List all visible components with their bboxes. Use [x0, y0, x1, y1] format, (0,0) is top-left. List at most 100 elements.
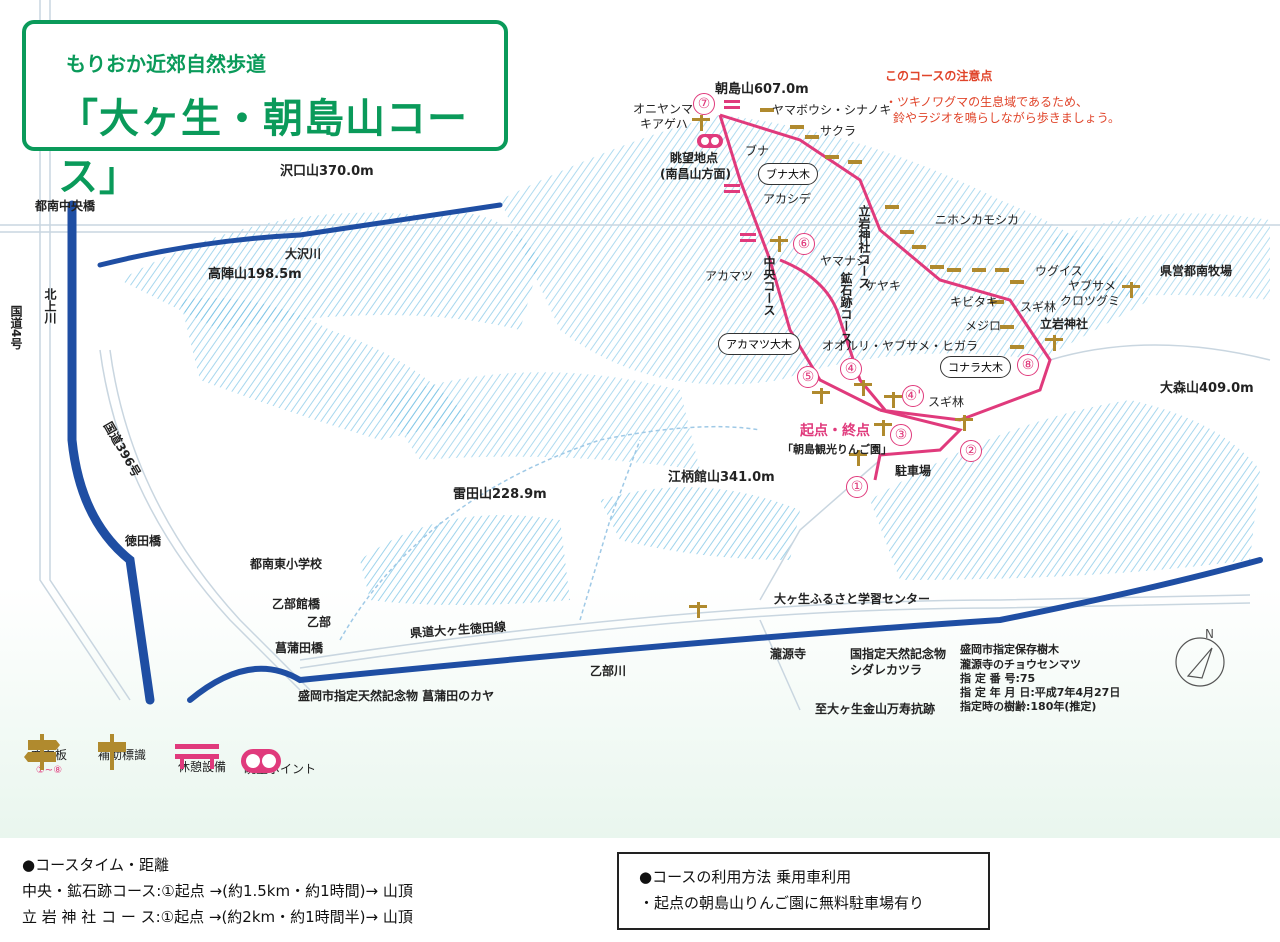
label-tateiwa-course: 立岩神社コース	[857, 205, 871, 289]
label-kibitaki: キビタキ	[950, 295, 999, 309]
label-sugibayashi-2: スギ林	[928, 395, 965, 409]
label-akashide: アカシデ	[763, 192, 812, 206]
ridge-ebetate	[600, 487, 800, 560]
label-viewpoint-2: (南昌山方面)	[660, 167, 731, 181]
label-chuo-course: 中央コース	[762, 256, 776, 316]
access-line	[873, 408, 963, 481]
point-8: ⑧	[1017, 354, 1039, 376]
label-otobe-river: 乙部川	[590, 664, 627, 678]
label-kitakami-river: 北上川	[43, 288, 57, 324]
north-arrow: N	[1175, 627, 1225, 687]
label-kinzan: 至大ヶ生金山万寿抗跡	[815, 702, 936, 716]
label-uguisu: ウグイス	[1035, 264, 1083, 278]
roads	[0, 0, 1280, 711]
label-koseki-course: 鉱石跡コース	[839, 272, 853, 344]
label-parking: 駐車場	[895, 464, 932, 478]
point-4: ④	[840, 358, 862, 380]
svg-text:N: N	[1205, 627, 1214, 641]
bubble-akamatsu-big: アカマツ大木	[718, 333, 800, 355]
point-5: ⑤	[797, 366, 819, 388]
usage-line1: ・起点の朝島山りんご園に無料駐車場有り	[639, 894, 925, 912]
notice-heading: このコースの注意点	[885, 69, 993, 83]
bubble-konara-big: コナラ大木	[940, 356, 1011, 378]
point-6: ⑥	[793, 233, 815, 255]
label-tateiwa-shrine: 立岩神社	[1040, 317, 1089, 331]
course-time-row2: 立 岩 神 社 コ ー ス:①起点 →(約2km・約1時間半)→ 山頂	[22, 908, 413, 926]
label-sakura: サクラ	[820, 124, 857, 138]
point-2: ②	[960, 440, 982, 462]
label-orchard: 「朝島観光りんご園」	[782, 443, 892, 456]
label-takajin: 高陣山198.5m	[208, 267, 302, 282]
label-oniyanma: オニヤンマ	[633, 102, 694, 116]
ridge-right	[1050, 213, 1270, 300]
legend-view: 眺望ポイント	[240, 748, 320, 777]
label-tree-2: 瀧源寺のチョウセンマツ	[960, 658, 1081, 671]
kitakami-river	[67, 200, 155, 705]
bubble-buna-big: ブナ大木	[758, 163, 818, 185]
label-yamaboushi: ヤマボウシ・シナノキ	[772, 103, 892, 117]
label-shobuta-bridge: 菖蒲田橋	[275, 641, 324, 655]
label-otobe: 乙部	[307, 615, 332, 629]
label-asashima: 朝島山607.0m	[715, 82, 809, 97]
label-otobe-tate-bridge: 乙部館橋	[272, 597, 321, 611]
label-viewpoint-1: 眺望地点	[670, 151, 719, 165]
label-oosawa-river: 大沢川	[285, 247, 322, 261]
bench-icon	[175, 744, 219, 769]
title-main: 「大ヶ生・朝島山コース」	[58, 96, 468, 200]
info-panel: ●コースタイム・距離 中央・鉱石跡コース:①起点 →(約1.5km・約1時間)→…	[0, 838, 1280, 942]
chuo-course-line	[718, 114, 881, 412]
label-kenei-farm: 県営都南牧場	[1160, 264, 1233, 278]
label-kurotsugumi: クロツグミ	[1060, 294, 1121, 308]
label-mejiro: メジロ	[965, 319, 1002, 333]
title-box: もりおか近郊自然歩道 「大ヶ生・朝島山コース」	[22, 20, 508, 200]
label-shidare-2: シダレカツラ	[850, 663, 923, 677]
viewpoint-marker	[697, 134, 723, 148]
point-3: ③	[890, 424, 912, 446]
label-yamanashi: ヤマナシ	[820, 254, 869, 268]
otobe-river	[187, 557, 1263, 703]
label-kiagaha: キアゲハ	[640, 117, 688, 131]
label-route4: 国道4号	[9, 305, 23, 350]
label-yabusame: ヤブサメ	[1068, 279, 1117, 293]
rest-facilities	[724, 100, 756, 242]
usage-box: ●コースの利用方法 乗用車利用 ・起点の朝島山りんご園に無料駐車場有り	[617, 852, 990, 930]
notice-line1: ・ツキノワグマの生息域であるため、	[885, 95, 1089, 109]
ridge-oomori	[870, 400, 1260, 580]
label-oorui: オオルリ・ヤブサメ・ヒガラ	[822, 339, 979, 353]
map-graphics: N	[0, 0, 1280, 711]
label-shidare-1: 国指定天然記念物	[850, 647, 947, 661]
label-learning-center: 大ヶ生ふるさと学習センター	[774, 592, 931, 606]
legend-rest: 休憩設備	[172, 742, 232, 775]
oosawa-river	[97, 202, 503, 268]
label-tree-5: 指定時の樹齢:180年(推定)	[960, 700, 1097, 713]
label-keyaki: ケヤキ	[865, 279, 902, 293]
point-7: ⑦	[693, 93, 715, 115]
trail-map: N もりおか近郊自然歩道 「大ヶ生・朝島山コース」 このコースの注意点 ・ツキノ…	[0, 0, 1280, 838]
label-sugibayashi-1: スギ林	[1020, 300, 1057, 314]
ridge-raiden	[360, 515, 570, 605]
label-ebetate: 江柄館山341.0m	[668, 470, 775, 485]
direction-sign-icon	[24, 734, 60, 770]
label-tree-3: 指 定 番 号:75	[960, 672, 1036, 685]
label-rougenji: 瀧源寺	[770, 647, 807, 661]
legend-aux: 補助標識	[94, 732, 150, 770]
label-tonan-chuo-bridge: 都南中央橋	[35, 199, 96, 213]
aux-sign-icon	[98, 734, 126, 770]
label-tree-4: 指 定 年 月 日:平成7年4月27日	[960, 686, 1121, 699]
label-oomori: 大森山409.0m	[1160, 381, 1254, 396]
label-tokuta-bridge: 徳田橋	[125, 534, 162, 548]
binocular-icon	[241, 749, 281, 773]
title-subtitle: もりおか近郊自然歩道	[66, 52, 266, 76]
label-akamatsu: アカマツ	[705, 269, 754, 283]
label-start-end: 起点・終点	[800, 423, 870, 439]
label-raiden: 雷田山228.9m	[453, 487, 547, 502]
label-sawaguchi: 沢口山370.0m	[280, 164, 374, 179]
legend-direction: 方向板 ①~⑧	[24, 732, 74, 776]
label-tree-1: 盛岡市指定保存樹木	[960, 643, 1059, 656]
label-nihonkamoshika: ニホンカモシカ	[935, 213, 1020, 227]
usage-heading: ●コースの利用方法 乗用車利用	[639, 868, 852, 886]
legend-direction-sub: ①~⑧	[35, 765, 63, 776]
label-buna: ブナ	[745, 144, 770, 158]
label-shobuta-kaya: 盛岡市指定天然記念物 菖蒲田のカヤ	[298, 689, 495, 703]
signposts	[689, 108, 1140, 618]
